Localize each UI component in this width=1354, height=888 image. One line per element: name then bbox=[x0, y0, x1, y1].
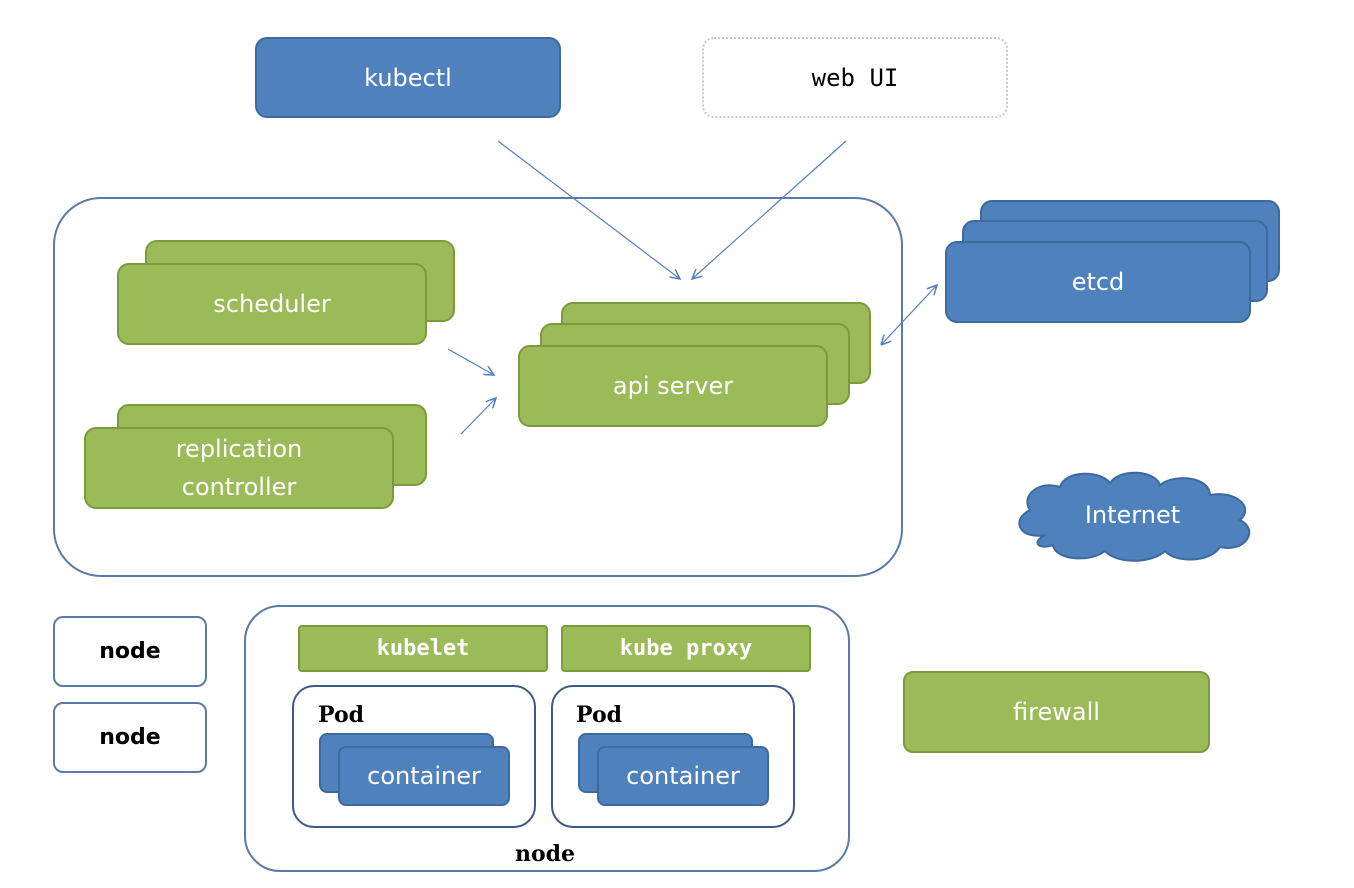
replication-controller-label-line1: replication bbox=[175, 434, 303, 463]
pod-2-container-box: container bbox=[597, 746, 769, 806]
kubectl-box: kubectl bbox=[255, 37, 561, 118]
scheduler-label: scheduler bbox=[213, 290, 331, 318]
node-a-label: node bbox=[99, 639, 161, 664]
pod-2-container-label: container bbox=[626, 762, 740, 790]
internet-cloud bbox=[1018, 471, 1251, 562]
pod-2-title: Pod bbox=[576, 702, 623, 728]
pod-1-container-box: container bbox=[338, 746, 510, 806]
firewall-box: firewall bbox=[903, 671, 1210, 753]
kube-proxy-label: kube proxy bbox=[619, 636, 753, 661]
node-b-label: node bbox=[99, 725, 161, 750]
kube-proxy-box: kube proxy bbox=[561, 625, 811, 672]
node-main-label: node bbox=[514, 841, 576, 867]
kubectl-label: kubectl bbox=[364, 63, 452, 92]
etcd-box: etcd bbox=[945, 241, 1251, 323]
firewall-label: firewall bbox=[1013, 698, 1100, 726]
node-box-b: node bbox=[53, 702, 207, 773]
replication-controller-box: replication controller bbox=[84, 427, 394, 509]
node-box-a: node bbox=[53, 616, 207, 687]
node-main-label-wrap: node bbox=[470, 838, 620, 870]
api-server-box: api server bbox=[518, 345, 828, 427]
scheduler-box: scheduler bbox=[117, 263, 427, 345]
internet-label-wrap: Internet bbox=[1005, 465, 1260, 565]
internet-label: Internet bbox=[1084, 501, 1181, 529]
etcd-label: etcd bbox=[1071, 268, 1125, 296]
kubelet-label: kubelet bbox=[376, 636, 470, 661]
web-ui-box: web UI bbox=[702, 37, 1008, 118]
kubelet-box: kubelet bbox=[298, 625, 548, 672]
pod-1-container-label: container bbox=[367, 762, 481, 790]
web-ui-label: web UI bbox=[811, 63, 899, 92]
pod-1-title: Pod bbox=[318, 702, 365, 728]
api-server-label: api server bbox=[612, 372, 734, 400]
replication-controller-label-line2: controller bbox=[181, 473, 297, 501]
